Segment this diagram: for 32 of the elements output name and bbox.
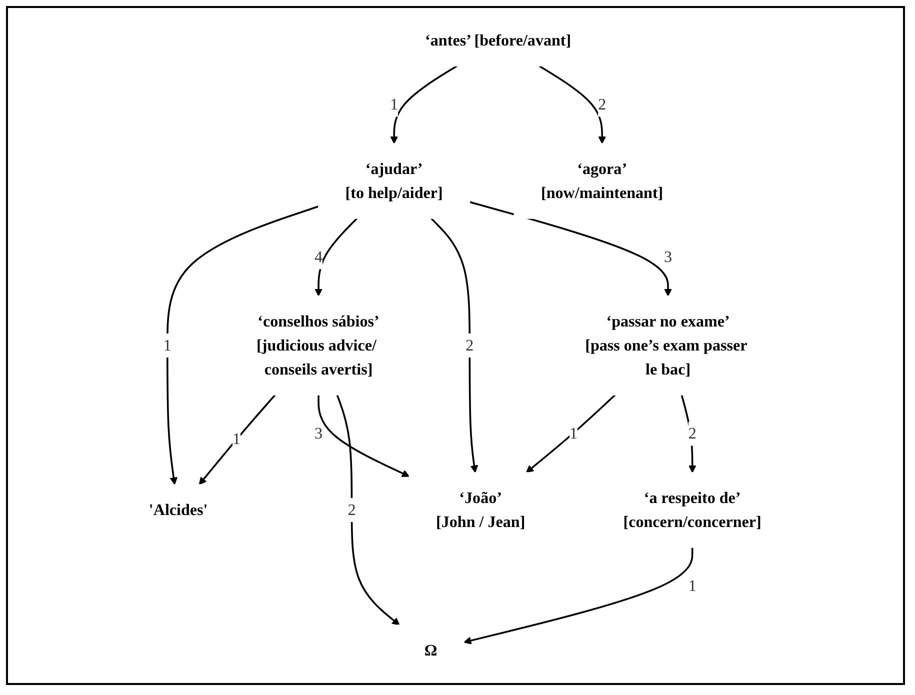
edge-label: 1 [570, 424, 578, 442]
node-text: ‘João’ [John / Jean] [436, 488, 526, 531]
arrow [166, 206, 320, 485]
node-text: ‘passar no exame’ [pass one’s exam passer le bac] [585, 312, 748, 378]
node-text: 'Alcides' [149, 500, 208, 518]
arrow [470, 201, 672, 296]
arrow [314, 218, 358, 296]
edge-label: 1 [164, 336, 172, 354]
edge-label: 2 [688, 424, 697, 442]
arrow [336, 394, 400, 626]
edge-label: 1 [232, 430, 241, 448]
edge-label: 3 [314, 424, 323, 442]
arrow [390, 65, 458, 144]
arrow [539, 65, 606, 144]
arrow [318, 394, 410, 477]
node-text: ‘ajudar’ [to help/aider] [346, 160, 444, 202]
edge-label: 1 [390, 95, 398, 114]
node-text: ‘a respeito de’ [concern/concerner] [624, 488, 762, 531]
edge-label: 4 [314, 248, 323, 266]
arrow [464, 547, 694, 644]
edge-label: 3 [664, 248, 672, 266]
node-text: ‘antes’ [before/avant] [425, 31, 572, 50]
arrow [526, 394, 616, 473]
node-text: ‘conselhos sábios’ [judicious advice/ conseils avertis] [256, 312, 380, 378]
node-text: Ω [424, 641, 438, 659]
arrow [430, 218, 478, 473]
arrow [199, 394, 276, 485]
edge-label: 2 [348, 500, 356, 518]
edge-label: 1 [688, 576, 697, 595]
arrow [681, 394, 697, 473]
edge-label: 2 [598, 95, 606, 114]
edge-label: 2 [466, 336, 474, 354]
